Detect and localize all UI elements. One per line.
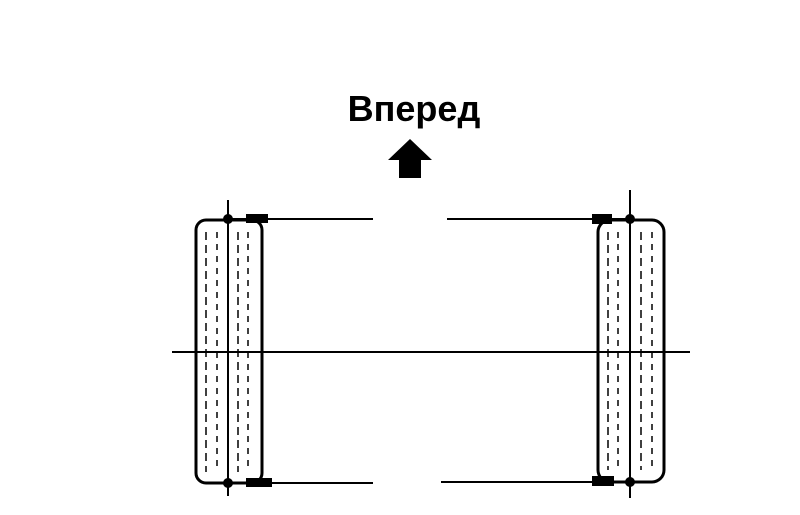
forward-arrow-icon — [388, 139, 432, 178]
left-wheel — [194, 200, 272, 496]
forward-label: Вперед — [347, 88, 481, 129]
right-wheel — [592, 190, 666, 498]
